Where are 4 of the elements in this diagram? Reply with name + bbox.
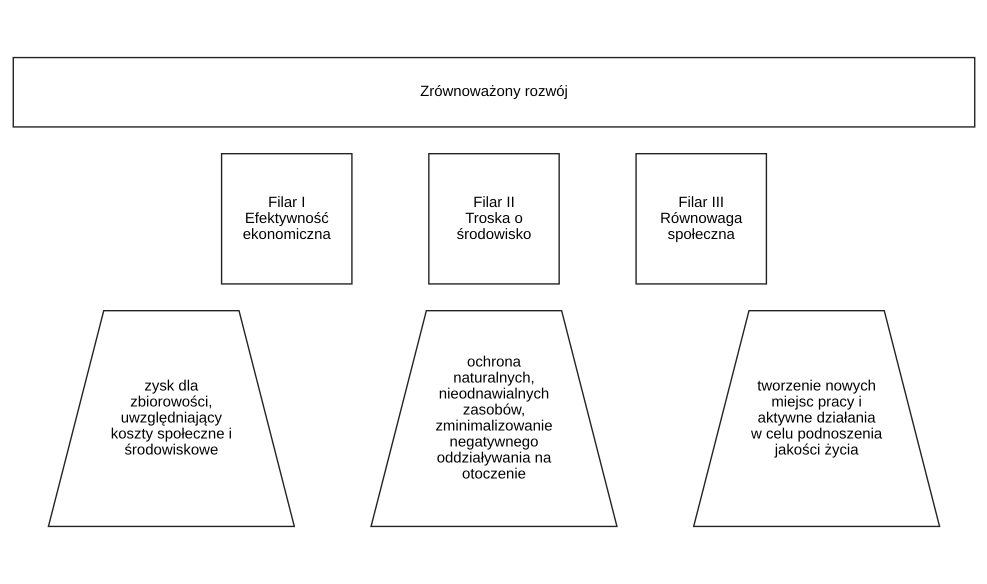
node-box: Filar III Równowaga społeczna	[634, 152, 767, 285]
node-box: Zrównoważony rozwój	[12, 56, 975, 128]
node-box: Filar II Troska o środowisko	[428, 152, 560, 285]
node-box: Filar I Efektywność ekonomiczna	[220, 152, 352, 285]
